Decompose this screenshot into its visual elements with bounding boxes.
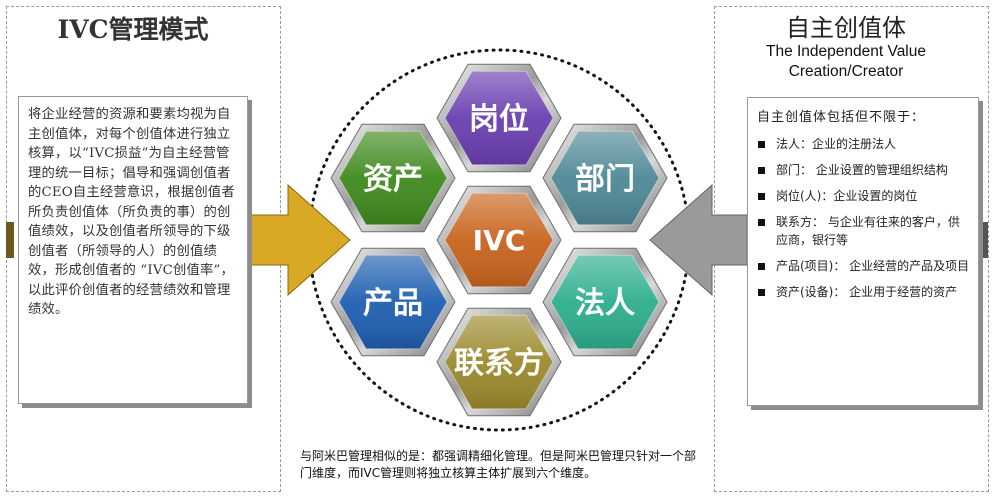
left-arrow — [6, 183, 351, 297]
list-item: 产品(项目)： 企业经营的产品及项目 — [757, 257, 970, 275]
subtitle-line-2: Creation/Creator — [788, 63, 904, 80]
hexagon-label: IVC — [473, 224, 526, 257]
hexagon-label: 联系方 — [454, 346, 544, 381]
left-description-text: 将企业经营的资源和要素均视为自主创值体，对每个创值体进行独立核算，以“IVC损益… — [28, 107, 235, 317]
list-item: 部门： 企业设置的管理组织结构 — [757, 161, 970, 179]
subtitle-line-1: The Independent Value — [765, 43, 926, 60]
list-item: 岗位(人)：企业设置的岗位 — [757, 187, 970, 205]
hexagon-lower-left: 产品 — [330, 247, 456, 357]
list-item: 法人：企业的注册法人 — [757, 135, 970, 153]
hexagon-upper-left: 资产 — [330, 123, 456, 233]
hexagon-label: 资产 — [363, 162, 423, 197]
left-panel-title: IVC管理模式 — [57, 15, 209, 44]
right-arrow — [649, 183, 988, 297]
right-list-intro: 自主创值体包括但不限于： — [757, 110, 926, 125]
hexagon-lower-right: 法人 — [542, 247, 668, 357]
bullet-icon — [758, 167, 765, 174]
hexagon-label: 岗位 — [469, 102, 529, 137]
bullet-icon — [758, 289, 765, 296]
hexagon-upper-right: 部门 — [542, 123, 668, 233]
hexagon-top: 岗位 — [436, 63, 562, 173]
bullet-icon — [758, 141, 765, 148]
right-panel-title: 自主创值体 — [786, 14, 906, 42]
list-item: 联系方： 与企业有往来的客户，供应商，银行等 — [757, 213, 970, 249]
right-panel-subtitle: The Independent Value Creation/Creator — [712, 42, 980, 82]
bullet-icon — [758, 193, 765, 200]
hexagon-center: IVC — [436, 185, 562, 295]
hexagon-label: 部门 — [575, 162, 635, 197]
bullet-icon — [758, 263, 765, 270]
hexagon-bottom: 联系方 — [436, 307, 562, 417]
list-item: 资产(设备)： 企业用于经营的资产 — [757, 283, 970, 301]
left-description-box: 将企业经营的资源和要素均视为自主创值体，对每个创值体进行独立核算，以“IVC损益… — [18, 96, 248, 404]
right-list-box: 自主创值体包括但不限于： 法人：企业的注册法人 部门： 企业设置的管理组织结构 … — [747, 97, 979, 406]
bottom-note: 与阿米巴管理相似的是：都强调精细化管理。但是阿米巴管理只针对一个部门维度，而IV… — [300, 449, 697, 480]
bullet-icon — [758, 219, 765, 226]
hexagon-label: 产品 — [363, 286, 423, 321]
hexagon-label: 法人 — [575, 286, 635, 321]
